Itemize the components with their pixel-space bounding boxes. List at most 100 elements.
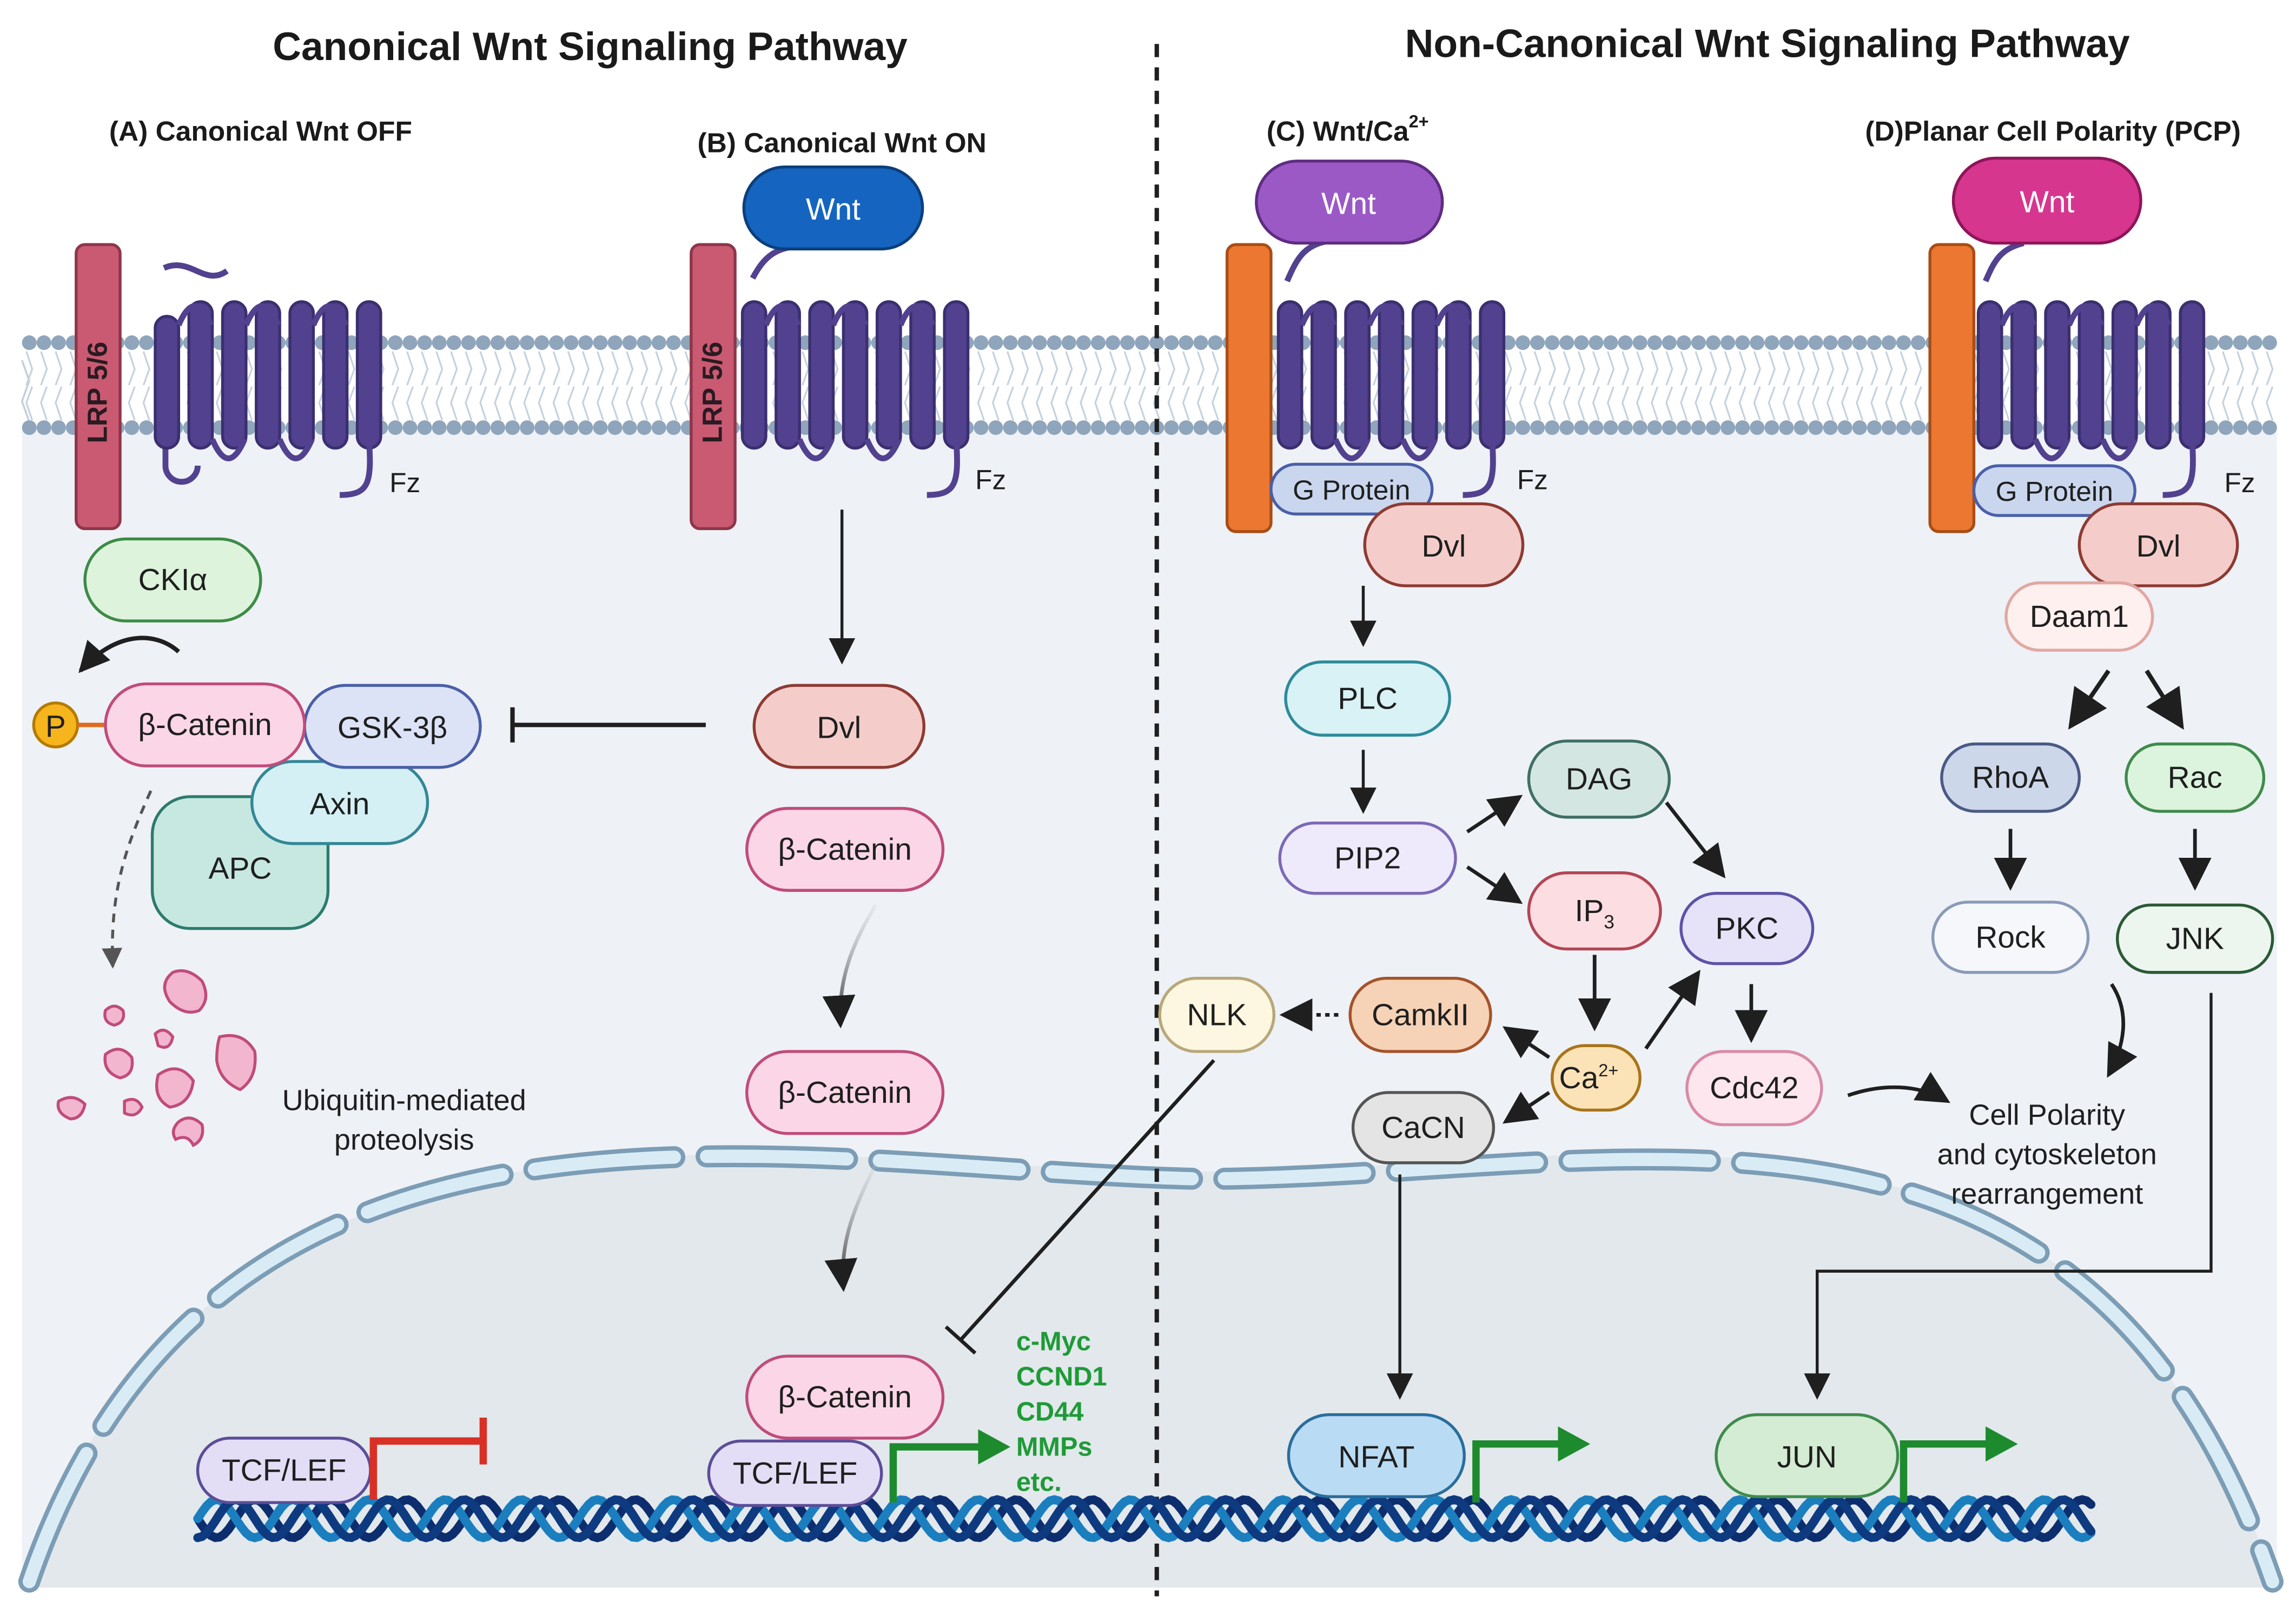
lipid-tail [435, 351, 444, 421]
lipid-head [1193, 335, 1208, 350]
lipid-tail [1006, 351, 1015, 421]
lipid-tail [1753, 351, 1761, 421]
lipid-head [139, 335, 154, 350]
panel-c-title: (C) Wnt/Ca2+ [1267, 112, 1429, 147]
lipid-head [1647, 420, 1662, 435]
lipid-tail [1841, 351, 1849, 421]
wnt-ligand-d [1951, 156, 2142, 245]
lipid-head [1076, 420, 1091, 435]
phosphorylation-arrow [78, 636, 180, 673]
lipid-tail [1709, 351, 1717, 421]
target-gene-2: CCND1 [1016, 1362, 1107, 1391]
wnt-label-c: Wnt [1321, 187, 1376, 221]
frizzled-receptor-c [1276, 239, 1506, 498]
lipid-head [607, 335, 623, 350]
lipid-head [1691, 420, 1706, 435]
lipid-head [1691, 335, 1706, 350]
inhibition-bar-nlk-transcription [944, 1325, 977, 1355]
lrp-label-b: LRP 5/6 [697, 342, 728, 444]
lipid-tail [2236, 351, 2245, 421]
lipid-tail [567, 351, 575, 421]
wnt-label-b: Wnt [806, 193, 861, 227]
lipid-head [1750, 420, 1765, 435]
lipid-head [1764, 335, 1779, 350]
lipid-tail [2221, 351, 2230, 421]
lipid-head [1852, 420, 1867, 435]
lipid-head [1603, 420, 1618, 435]
dna-strand [193, 1495, 2096, 1543]
arrow-ca-to-cacn [1503, 1091, 1551, 1124]
dvl-node-c [1363, 502, 1525, 587]
lipid-head [1545, 335, 1560, 350]
lipid-tail [1080, 351, 1088, 421]
lipid-head [1530, 420, 1545, 435]
panel-a-title: (A) Canonical Wnt OFF [109, 115, 412, 147]
lipid-head [505, 420, 520, 435]
nlk-node [1158, 977, 1276, 1053]
lipid-head [1808, 335, 1823, 350]
lipid-head [1179, 335, 1194, 350]
lipid-head [22, 335, 37, 350]
lipid-tail [523, 351, 531, 421]
target-gene-5: etc. [1016, 1467, 1062, 1497]
lipid-head [1808, 420, 1823, 435]
arrow-bcat-nucleus [824, 1163, 877, 1292]
lipid-tail [611, 351, 619, 421]
lipid-tail [991, 351, 1000, 421]
lipid-head [432, 335, 447, 350]
lipid-head [564, 420, 579, 435]
lipid-head [2233, 335, 2248, 350]
lipid-head [1003, 420, 1018, 435]
lipid-head [1705, 335, 1721, 350]
g-protein-label-c: G Protein [1293, 474, 1410, 505]
cacn-label: CaCN [1381, 1111, 1465, 1145]
lipid-head [1632, 335, 1647, 350]
lipid-tail [1636, 351, 1644, 421]
cacn-node [1351, 1091, 1496, 1164]
lipid-head [1017, 335, 1033, 350]
lipid-head [1910, 420, 1926, 435]
camkii-node [1348, 977, 1492, 1053]
lipid-head [1105, 335, 1121, 350]
panel-d-title: (D)Planar Cell Polarity (PCP) [1865, 115, 2241, 147]
beta-catenin-node-b2 [745, 1050, 945, 1135]
g-protein-d [1972, 464, 2136, 517]
dvl-label-c: Dvl [1421, 530, 1466, 564]
lipid-head [1910, 335, 1926, 350]
coreceptor-c [1225, 243, 1273, 533]
lipid-head [622, 335, 637, 350]
lipid-tail [420, 351, 429, 421]
beta-catenin-node-b1 [745, 806, 945, 892]
lipid-tail [1797, 351, 1805, 421]
lipid-head [1193, 420, 1208, 435]
lipid-tail [625, 351, 634, 421]
arrow-jnk-to-jun [1804, 992, 2213, 1400]
outcome-line3: rearrangement [1951, 1178, 2143, 1210]
beta-catenin-label-b2: β-Catenin [778, 1076, 912, 1110]
jun-label: JUN [1777, 1440, 1837, 1474]
lipid-tail [1548, 351, 1556, 421]
arrow-bcat-cytoplasm [822, 904, 877, 1029]
beta-catenin-node-a [104, 682, 306, 767]
activation-arrowhead-b [978, 1429, 1011, 1465]
lipid-head [1559, 420, 1574, 435]
lipid-head [402, 335, 418, 350]
lipid-tail [1182, 351, 1190, 421]
lipid-tail [1533, 351, 1541, 421]
degradation-label-line2: proteolysis [334, 1124, 474, 1156]
jnk-node [2116, 903, 2274, 974]
wnt-ligand-b [742, 165, 924, 251]
nucleus [22, 1154, 2277, 1588]
lipid-head [1676, 420, 1691, 435]
lrp-label-a: LRP 5/6 [82, 342, 113, 444]
lipid-head [1076, 335, 1091, 350]
lipid-head [1881, 335, 1896, 350]
noncanonical-title: Non-Canonical Wnt Signaling Pathway [1405, 22, 2130, 66]
lipid-head [1105, 420, 1121, 435]
lipid-head [490, 420, 506, 435]
lipid-head [1061, 335, 1076, 350]
pkc-node [1679, 891, 1815, 965]
daam1-label: Daam1 [2030, 600, 2129, 634]
activation-arrow-b [889, 1443, 981, 1503]
lipid-head [666, 335, 681, 350]
